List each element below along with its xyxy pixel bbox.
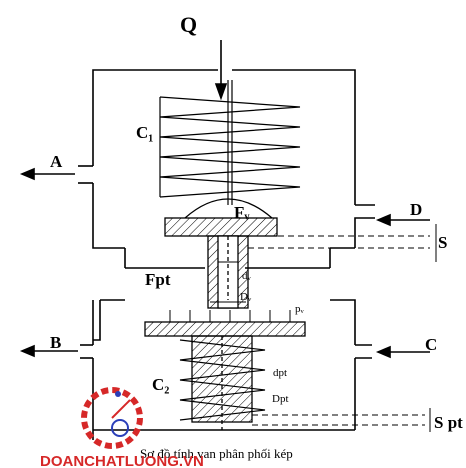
housing [78, 69, 375, 440]
label-dpt: dpt [273, 367, 287, 379]
label-b: B [50, 333, 61, 352]
label-fpt: Fpt [145, 270, 171, 289]
spring-c2 [179, 339, 266, 421]
label-c1: C₁ [136, 123, 153, 142]
label-c: C [425, 335, 437, 354]
label-dv: dᵥ [242, 270, 252, 282]
upper-piston [164, 198, 278, 309]
label-fv: Fᵥ [234, 203, 250, 222]
label-spt: S pt [434, 413, 463, 432]
caption: Sơ đồ tính van phân phối kép [140, 446, 293, 461]
q-arrow [214, 40, 233, 205]
spt-dimension [252, 408, 431, 432]
label-dpt-outer: Dpt [272, 393, 289, 405]
label-a: A [50, 152, 63, 171]
spring-c1 [159, 96, 301, 198]
label-c2: C₂ [152, 375, 169, 394]
dv-dimension [210, 261, 246, 303]
label-d: D [410, 200, 422, 219]
s-dimension [248, 224, 437, 262]
label-pv: pᵥ [295, 303, 305, 315]
label-dv-outer: Dᵥ [240, 291, 252, 303]
watermark-text: DOANCHATLUONG.VN [40, 453, 204, 468]
port-arrows [19, 167, 430, 359]
watermark-logo [81, 387, 143, 449]
label-q: Q [180, 12, 197, 37]
label-s: S [438, 233, 447, 252]
